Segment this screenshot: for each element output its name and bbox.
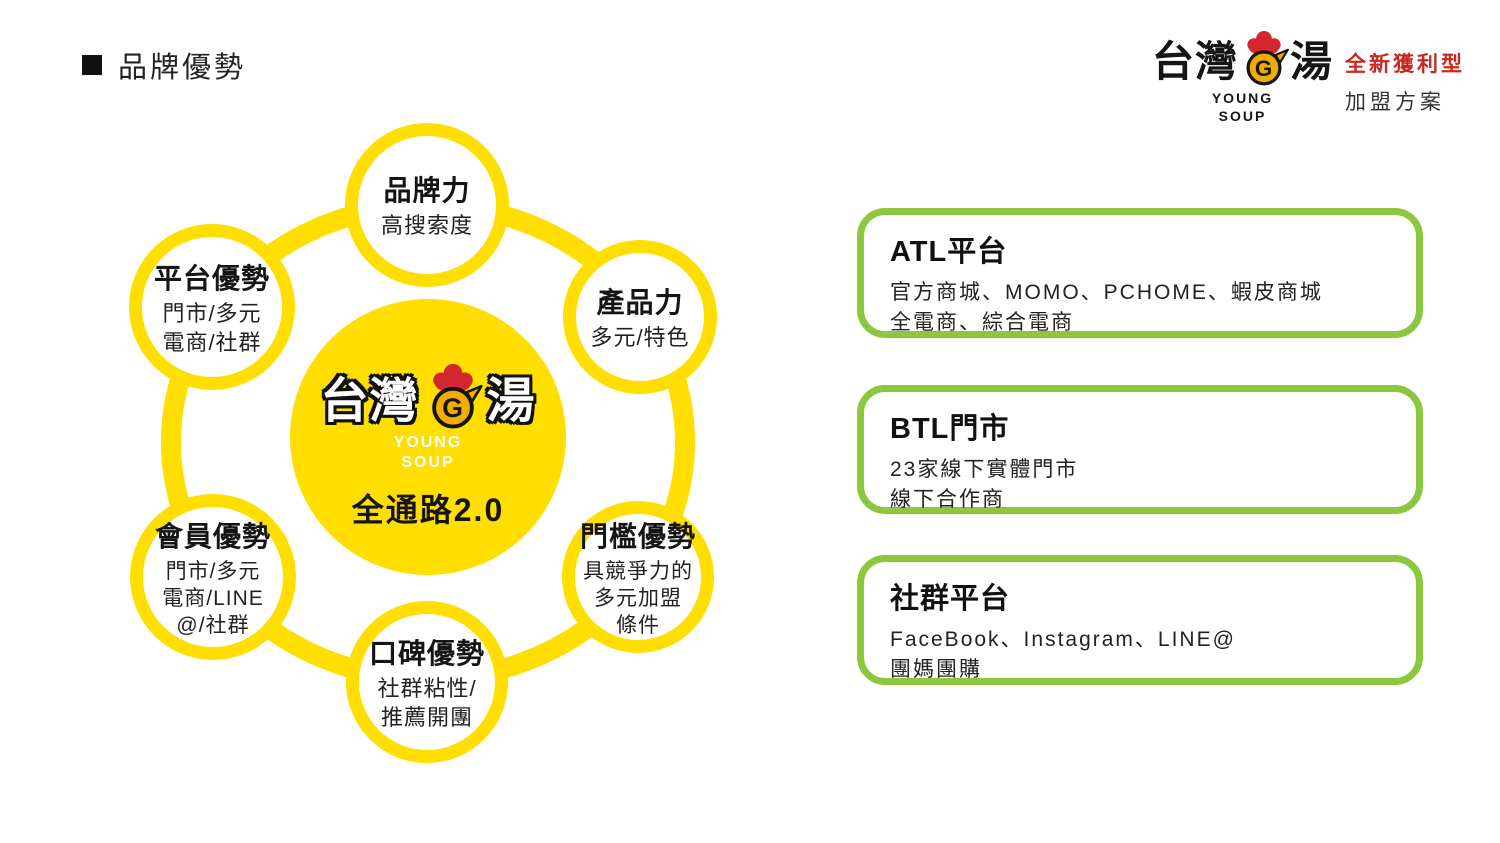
g-letter: G (442, 393, 464, 423)
hub-logo-subtext: YOUNG SOUP (393, 434, 463, 471)
node-threshold-advantage: 門檻優勢 具競爭力的 多元加盟 條件 (562, 501, 714, 653)
hub-logo-wordmark: 台灣 G 湯 (320, 361, 535, 431)
panel-body: FaceBook、Instagram、LINE@ 團媽團購 (890, 628, 1236, 682)
brand-logo-left-text: 台灣 (1152, 38, 1239, 85)
g-badge-icon: G (1246, 31, 1289, 86)
square-bullet-icon (82, 55, 102, 75)
panel-atl-platform: ATL平台 官方商城、MOMO、PCHOME、蝦皮商城 全電商、綜合電商 (857, 208, 1423, 338)
node-subtitle: 社群粘性/ 推薦開團 (377, 675, 477, 730)
node-subtitle: 門市/多元 電商/LINE @/社群 (162, 559, 264, 638)
panel-btl-stores: BTL門市 23家線下實體門市 線下合作商 (857, 385, 1423, 514)
brand-header: 台灣 G 湯 YOUNG SOUP 全新獲利型 加盟方案 (1152, 28, 1465, 125)
node-subtitle: 門市/多元 電商/社群 (162, 300, 262, 355)
node-member-advantage: 會員優勢 門市/多元 電商/LINE @/社群 (130, 494, 296, 660)
page-title-text: 品牌優勢 (118, 52, 247, 84)
node-product-power: 產品力 多元/特色 (563, 240, 717, 394)
node-title: 門檻優勢 (579, 520, 696, 552)
node-platform-advantage: 平台優勢 門市/多元 電商/社群 (129, 224, 295, 390)
node-subtitle: 多元/特色 (590, 325, 690, 351)
hub-caption: 全通路2.0 (351, 491, 505, 528)
page-title: 品牌優勢 (82, 44, 246, 86)
brand-logo-right-text: 湯 (1290, 38, 1334, 85)
brand-logo-wordmark: 台灣 G 湯 (1152, 28, 1333, 89)
panel-social-platform: 社群平台 FaceBook、Instagram、LINE@ 團媽團購 (857, 555, 1423, 685)
brand-tagline-black: 加盟方案 (1345, 91, 1446, 114)
node-reputation-advantage: 口碑優勢 社群粘性/ 推薦開團 (346, 601, 508, 763)
node-subtitle: 具競爭力的 多元加盟 條件 (583, 559, 693, 638)
brand-taglines: 全新獲利型 加盟方案 (1345, 48, 1465, 125)
node-subtitle: 高搜索度 (380, 213, 473, 239)
node-title: 平台優勢 (153, 262, 270, 294)
panel-title: ATL平台 (890, 236, 1008, 268)
brand-logo-subtext: YOUNG SOUP (1211, 90, 1274, 124)
node-title: 品牌力 (383, 175, 471, 207)
panel-body: 23家線下實體門市 線下合作商 (890, 458, 1079, 512)
node-title: 產品力 (596, 287, 684, 319)
g-letter: G (1255, 56, 1273, 81)
brand-tagline-red: 全新獲利型 (1345, 53, 1466, 76)
panel-body: 官方商城、MOMO、PCHOME、蝦皮商城 全電商、綜合電商 (890, 281, 1323, 335)
hub-logo-left-text: 台灣 (320, 375, 419, 429)
node-brand-power: 品牌力 高搜索度 (345, 123, 509, 287)
hub-logo-right-text: 湯 (486, 375, 536, 429)
panel-title: BTL門市 (890, 413, 1010, 445)
panel-title: 社群平台 (890, 583, 1011, 615)
g-badge-icon: G (431, 363, 483, 429)
hub-circle: 台灣 G 湯 YOUNG SOUP 全通路2.0 (290, 299, 566, 575)
node-title: 會員優勢 (154, 520, 271, 552)
brand-logo: 台灣 G 湯 YOUNG SOUP (1152, 28, 1333, 125)
node-title: 口碑優勢 (368, 637, 485, 669)
